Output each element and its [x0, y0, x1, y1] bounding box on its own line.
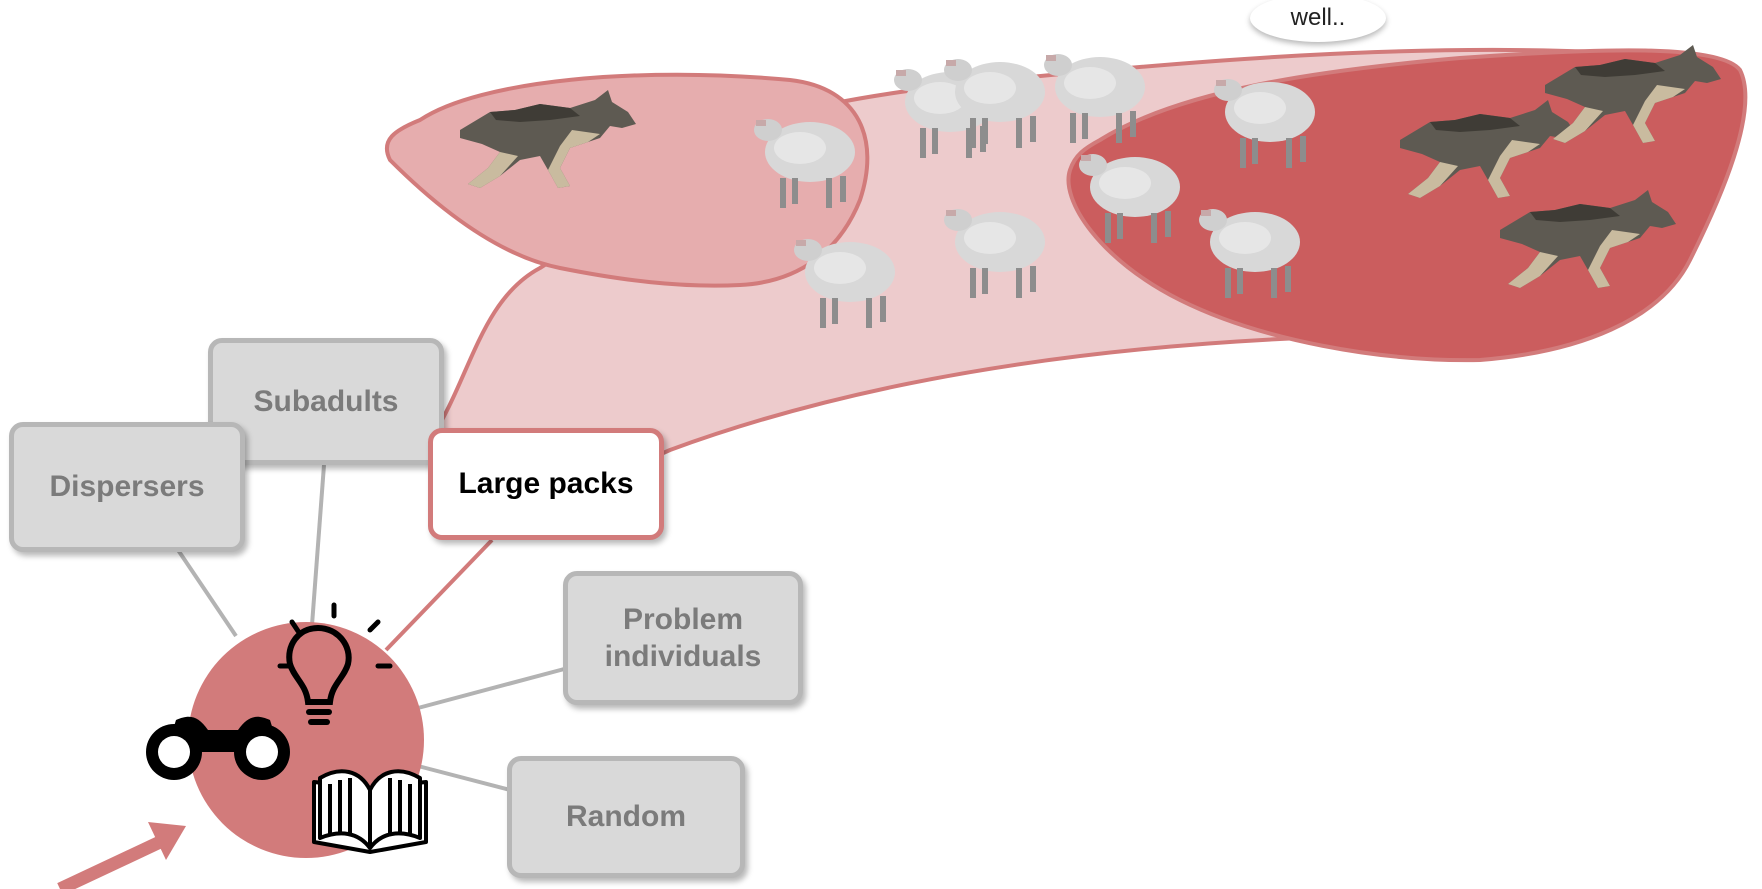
dispersers-label: Dispersers: [49, 470, 205, 504]
dispersers-box[interactable]: Dispersers: [9, 422, 245, 552]
connector-dispersers: [176, 548, 238, 638]
connector-large-packs[interactable]: [384, 538, 494, 652]
connector-problem-individuals: [417, 666, 569, 710]
subadults-box[interactable]: Subadults: [208, 338, 444, 465]
problem-individuals-label-line2: individuals: [604, 640, 762, 673]
connector-random: [417, 764, 511, 792]
problem-individuals-box[interactable]: Problem individuals: [563, 571, 803, 705]
large-packs-box[interactable]: Large packs: [428, 428, 664, 540]
open-book-icon: [312, 769, 428, 854]
binoculars-icon: [146, 716, 290, 780]
connector-subadults: [310, 464, 326, 626]
speech-bubble-text: well..: [1290, 4, 1346, 31]
random-box[interactable]: Random: [507, 756, 745, 878]
large-packs-label: Large packs: [458, 467, 634, 501]
lightbulb-icon: [277, 602, 393, 725]
random-label: Random: [566, 800, 686, 834]
speech-bubble: well..: [1250, 0, 1386, 42]
problem-individuals-label-line1: Problem: [622, 602, 744, 636]
arrow-icon: [57, 822, 186, 889]
subadults-label: Subadults: [253, 384, 399, 418]
